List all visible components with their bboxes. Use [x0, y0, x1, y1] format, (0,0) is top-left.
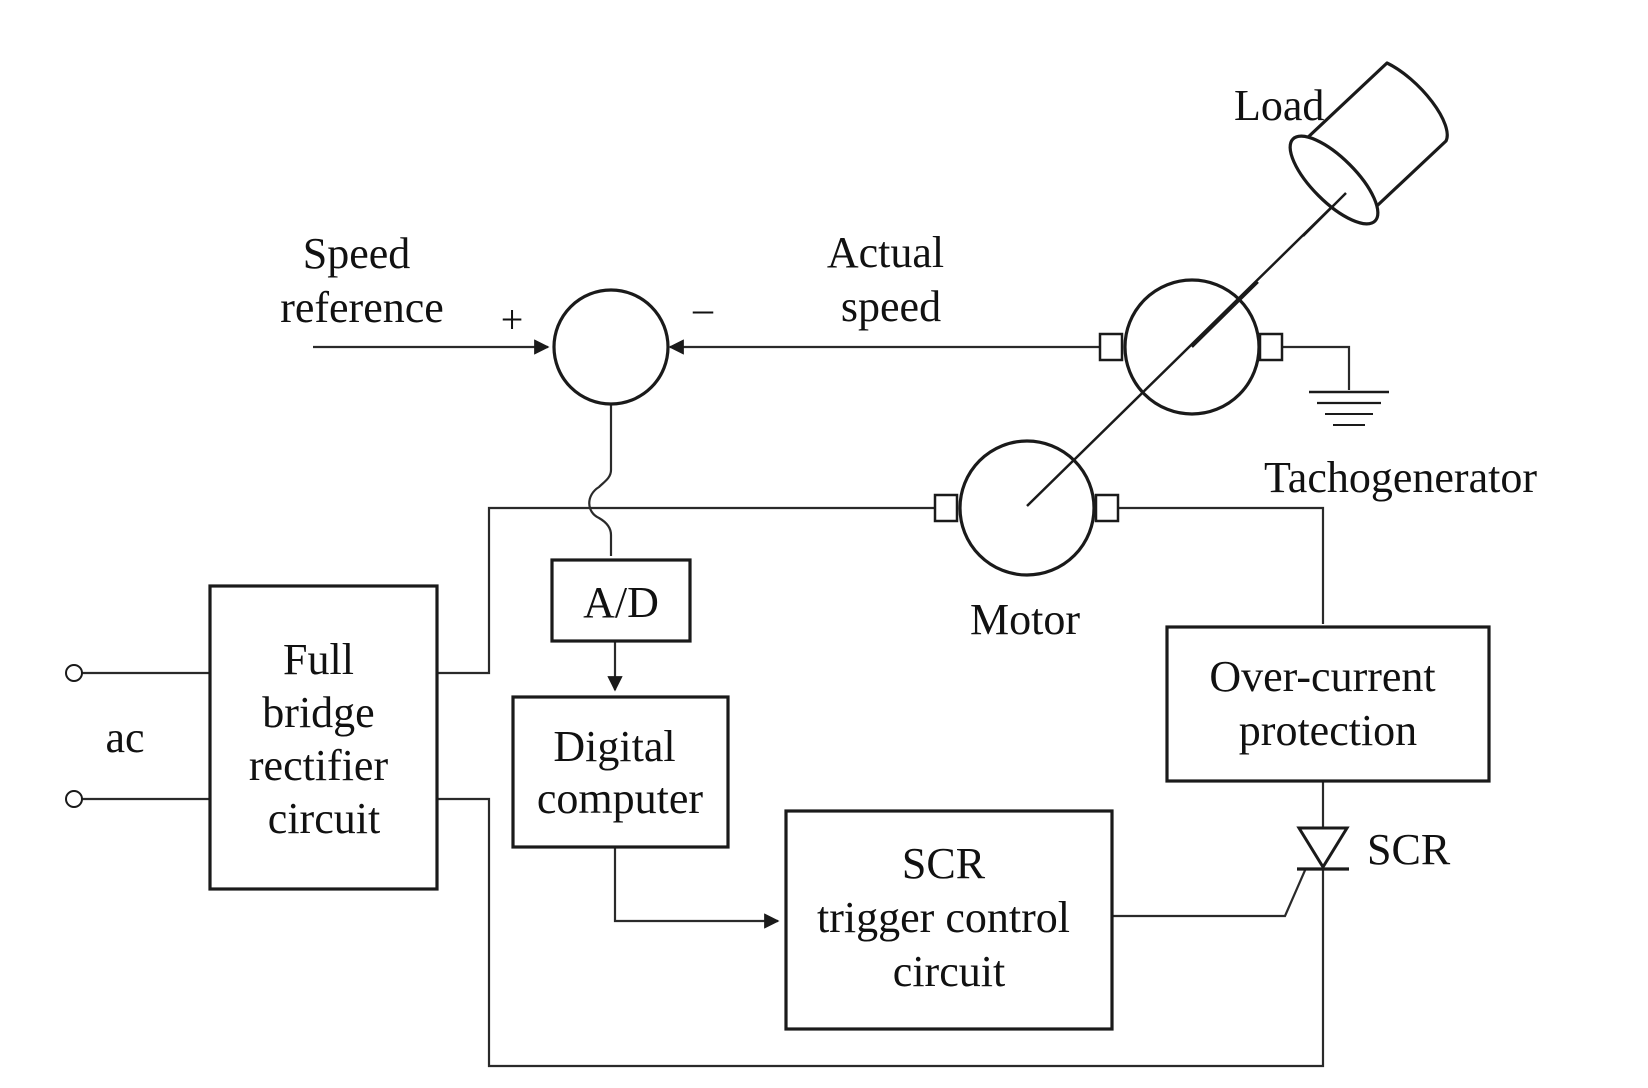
motor-to-overcurrent-wire [1118, 506, 1325, 624]
load-shaft-end [1302, 192, 1347, 237]
tachogenerator-icon [1123, 278, 1261, 416]
overcurrent-block [1165, 625, 1491, 783]
summing-junction [552, 288, 670, 406]
motor-brush-left [933, 493, 959, 523]
rectifier-label: Full bridge rectifier circuit [249, 635, 399, 843]
trigger-block [784, 809, 1114, 1031]
overcurrent-label: Over-current protection [1209, 652, 1446, 755]
speed-reference-label: Speed reference [280, 229, 444, 332]
rectifier-block [208, 584, 439, 891]
ac-terminal-bottom [65, 790, 83, 808]
trigger-label: SCR trigger control circuit [817, 839, 1081, 996]
tacho-shaft [1191, 281, 1259, 348]
rectifier-to-motor-wire [437, 506, 937, 675]
load-label: Load [1234, 81, 1324, 130]
tacho-brush-right [1258, 332, 1284, 362]
motor-brush-right [1094, 493, 1120, 523]
ad-label: A/D [583, 578, 659, 627]
scr-icon [1296, 826, 1350, 870]
motor-icon [958, 439, 1096, 577]
actual-speed-label: Actual speed [827, 228, 955, 331]
shaft [1026, 192, 1347, 507]
ad-block [550, 558, 692, 643]
gate-wire [1112, 867, 1308, 918]
tachogenerator-label: Tachogenerator [1264, 453, 1537, 502]
motor-label: Motor [970, 595, 1080, 644]
scr-label: SCR [1367, 825, 1451, 874]
tacho-brush-left [1098, 332, 1124, 362]
ground-wire [1281, 345, 1351, 390]
return-wire [437, 797, 1325, 1068]
plus-sign: + [501, 297, 524, 342]
computer-label: Digital computer [537, 722, 704, 823]
ac-terminal-top [65, 664, 83, 682]
computer-to-trigger-wire [613, 847, 780, 929]
minus-sign: – [692, 286, 714, 331]
error-wire [588, 405, 613, 556]
computer-block [511, 695, 730, 849]
load-end-face [1288, 134, 1380, 226]
ac-label: ac [105, 713, 144, 762]
